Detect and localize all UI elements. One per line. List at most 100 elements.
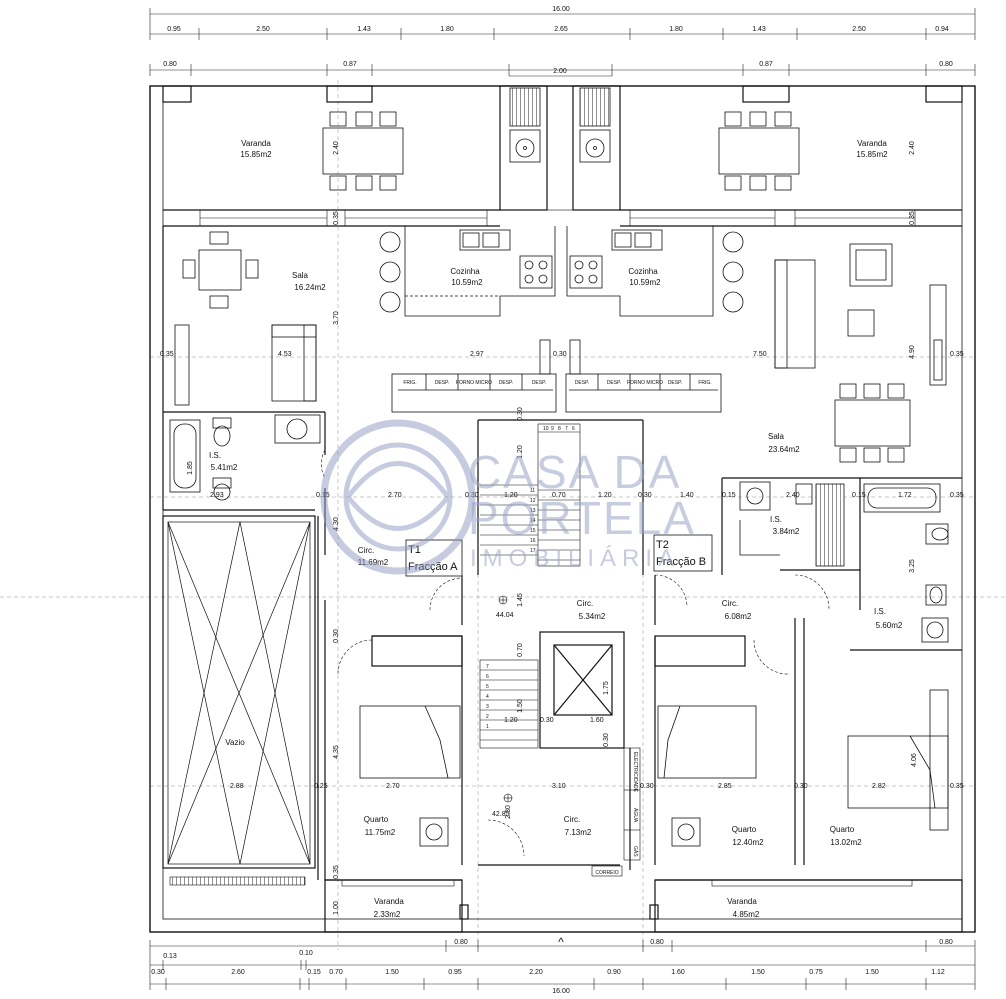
dim-label: 1.85 <box>187 461 194 475</box>
dim-label: 0.13 <box>163 953 177 960</box>
dim-label: 1.40 <box>680 492 694 499</box>
window-strips <box>199 209 916 227</box>
dim-label: 0.95 <box>448 969 462 976</box>
room-name: Vazio <box>225 738 245 747</box>
dim-label: 0.30 <box>640 783 654 790</box>
dim-label: 2.40 <box>786 492 800 499</box>
step-number: 13 <box>530 508 536 514</box>
dim-label: 0.35 <box>909 211 916 225</box>
room-name: Varanda <box>374 897 404 906</box>
dim-label: 1.80 <box>669 26 683 33</box>
dim-label: 1.12 <box>931 969 945 976</box>
sala-right-furniture <box>774 243 947 463</box>
step-number: 7 <box>486 664 489 670</box>
varanda-sinks <box>509 129 611 163</box>
room-name: Varanda <box>241 139 271 148</box>
varanda-dining-left <box>322 111 404 191</box>
bottom-dimension-lines <box>149 940 976 990</box>
kitchen-unit-row <box>391 339 722 413</box>
room-area: 12.40m2 <box>732 838 764 847</box>
dim-label: 2.82 <box>872 783 886 790</box>
dim-label: 0.94 <box>935 26 949 33</box>
dim-label: 3.10 <box>552 783 566 790</box>
dim-label: 0.30 <box>638 492 652 499</box>
service-label: ELECTRICIDADE <box>632 752 638 793</box>
dim-label: 0.95 <box>167 26 181 33</box>
dim-label: 0.30 <box>553 351 567 358</box>
dim-label: 1.80 <box>440 26 454 33</box>
room-name: Quarto <box>732 825 757 834</box>
inner-dimensions: 2.40 2.40 0.35 0.35 3.70 0.35 4.53 2.97 … <box>160 141 964 915</box>
service-label: ÁGUA <box>632 808 639 823</box>
dim-label: 2.97 <box>470 351 484 358</box>
dim-label: 0.30 <box>517 407 524 421</box>
bathroom-mid-fixtures <box>739 481 813 556</box>
step-number: 16 <box>530 538 536 544</box>
dim-label: 1.43 <box>752 26 766 33</box>
step-number: 6 <box>572 426 575 432</box>
dim-label: 2.70 <box>388 492 402 499</box>
room-name: Cozinha <box>628 267 658 276</box>
dim-label: 2.00 <box>553 68 567 75</box>
room-name: Circ. <box>564 815 580 824</box>
dim-label: 2.30 <box>505 805 512 819</box>
varanda-dining-right <box>718 111 800 191</box>
room-area: 11.75m2 <box>365 828 396 837</box>
bottom-varandas <box>324 879 963 933</box>
dim-label: 0.87 <box>343 61 357 68</box>
fraction-b-label: T2 Fracção B <box>653 534 713 572</box>
dim-label: 0.35 <box>333 865 340 879</box>
top-varanda-walls <box>163 85 962 227</box>
step-number: 15 <box>530 528 536 534</box>
dim-label: 1.60 <box>590 717 604 724</box>
room-name: Quarto <box>364 815 389 824</box>
room-area: 15.85m2 <box>240 150 272 159</box>
room-area: 13.02m2 <box>830 838 862 847</box>
dim-label: 1.72 <box>898 492 912 499</box>
watermark-line1: CASA DA <box>468 446 681 498</box>
room-area: 23.64m2 <box>768 445 800 454</box>
corner-pillars <box>162 85 963 103</box>
dim-label: 2.40 <box>333 141 340 155</box>
dim-label: 2.20 <box>529 969 543 976</box>
bed-quarto-1 <box>359 705 461 847</box>
step-number: 17 <box>530 548 536 554</box>
step-number: 11 <box>530 488 535 494</box>
dim-label: 2.50 <box>256 26 270 33</box>
dim-label: 1.20 <box>504 717 518 724</box>
room-labels: Varanda 15.85m2 Varanda 15.85m2 Sala 16.… <box>209 139 903 919</box>
dim-label: 1.60 <box>671 969 685 976</box>
dim-label: 2.40 <box>909 141 916 155</box>
unit-label: DESP. <box>668 380 682 386</box>
dim-label: 1.50 <box>517 699 524 713</box>
dim-label: 0.70 <box>329 969 343 976</box>
service-label: CORREIO <box>595 870 618 876</box>
unit-label: FRIG. <box>403 380 416 386</box>
step-number: 10 <box>543 426 549 432</box>
unit-label: FRIG. <box>698 380 711 386</box>
dim-total-top: 16.00 <box>552 6 570 13</box>
dim-label: 0.80 <box>454 939 468 946</box>
fraction-type: T2 <box>656 539 669 551</box>
step-number: 3 <box>486 704 489 710</box>
room-area: 6.08m2 <box>725 612 752 621</box>
service-label: GÁS <box>632 846 639 857</box>
dim-label: 0.35 <box>950 492 964 499</box>
top-dimension-lines <box>149 8 976 77</box>
room-name: Circ. <box>358 546 374 555</box>
dim-label: 2.93 <box>210 492 224 499</box>
unit-label: DESP. <box>607 380 621 386</box>
dim-label: 2.70 <box>386 783 400 790</box>
stairs-upper <box>480 423 581 567</box>
step-number: 6 <box>486 674 489 680</box>
dim-label: 1.50 <box>865 969 879 976</box>
unit-label: DESP. <box>435 380 449 386</box>
room-area: 7.13m2 <box>565 828 592 837</box>
step-number: 5 <box>486 684 489 690</box>
dim-label: 0.35 <box>950 351 964 358</box>
dim-label: 0.30 <box>333 629 340 643</box>
dim-label: 1.20 <box>598 492 612 499</box>
stair-step-numbers: 10 9 8 7 6 11 12 13 14 15 16 17 7 6 5 4 … <box>486 426 575 730</box>
room-name: Varanda <box>857 139 887 148</box>
